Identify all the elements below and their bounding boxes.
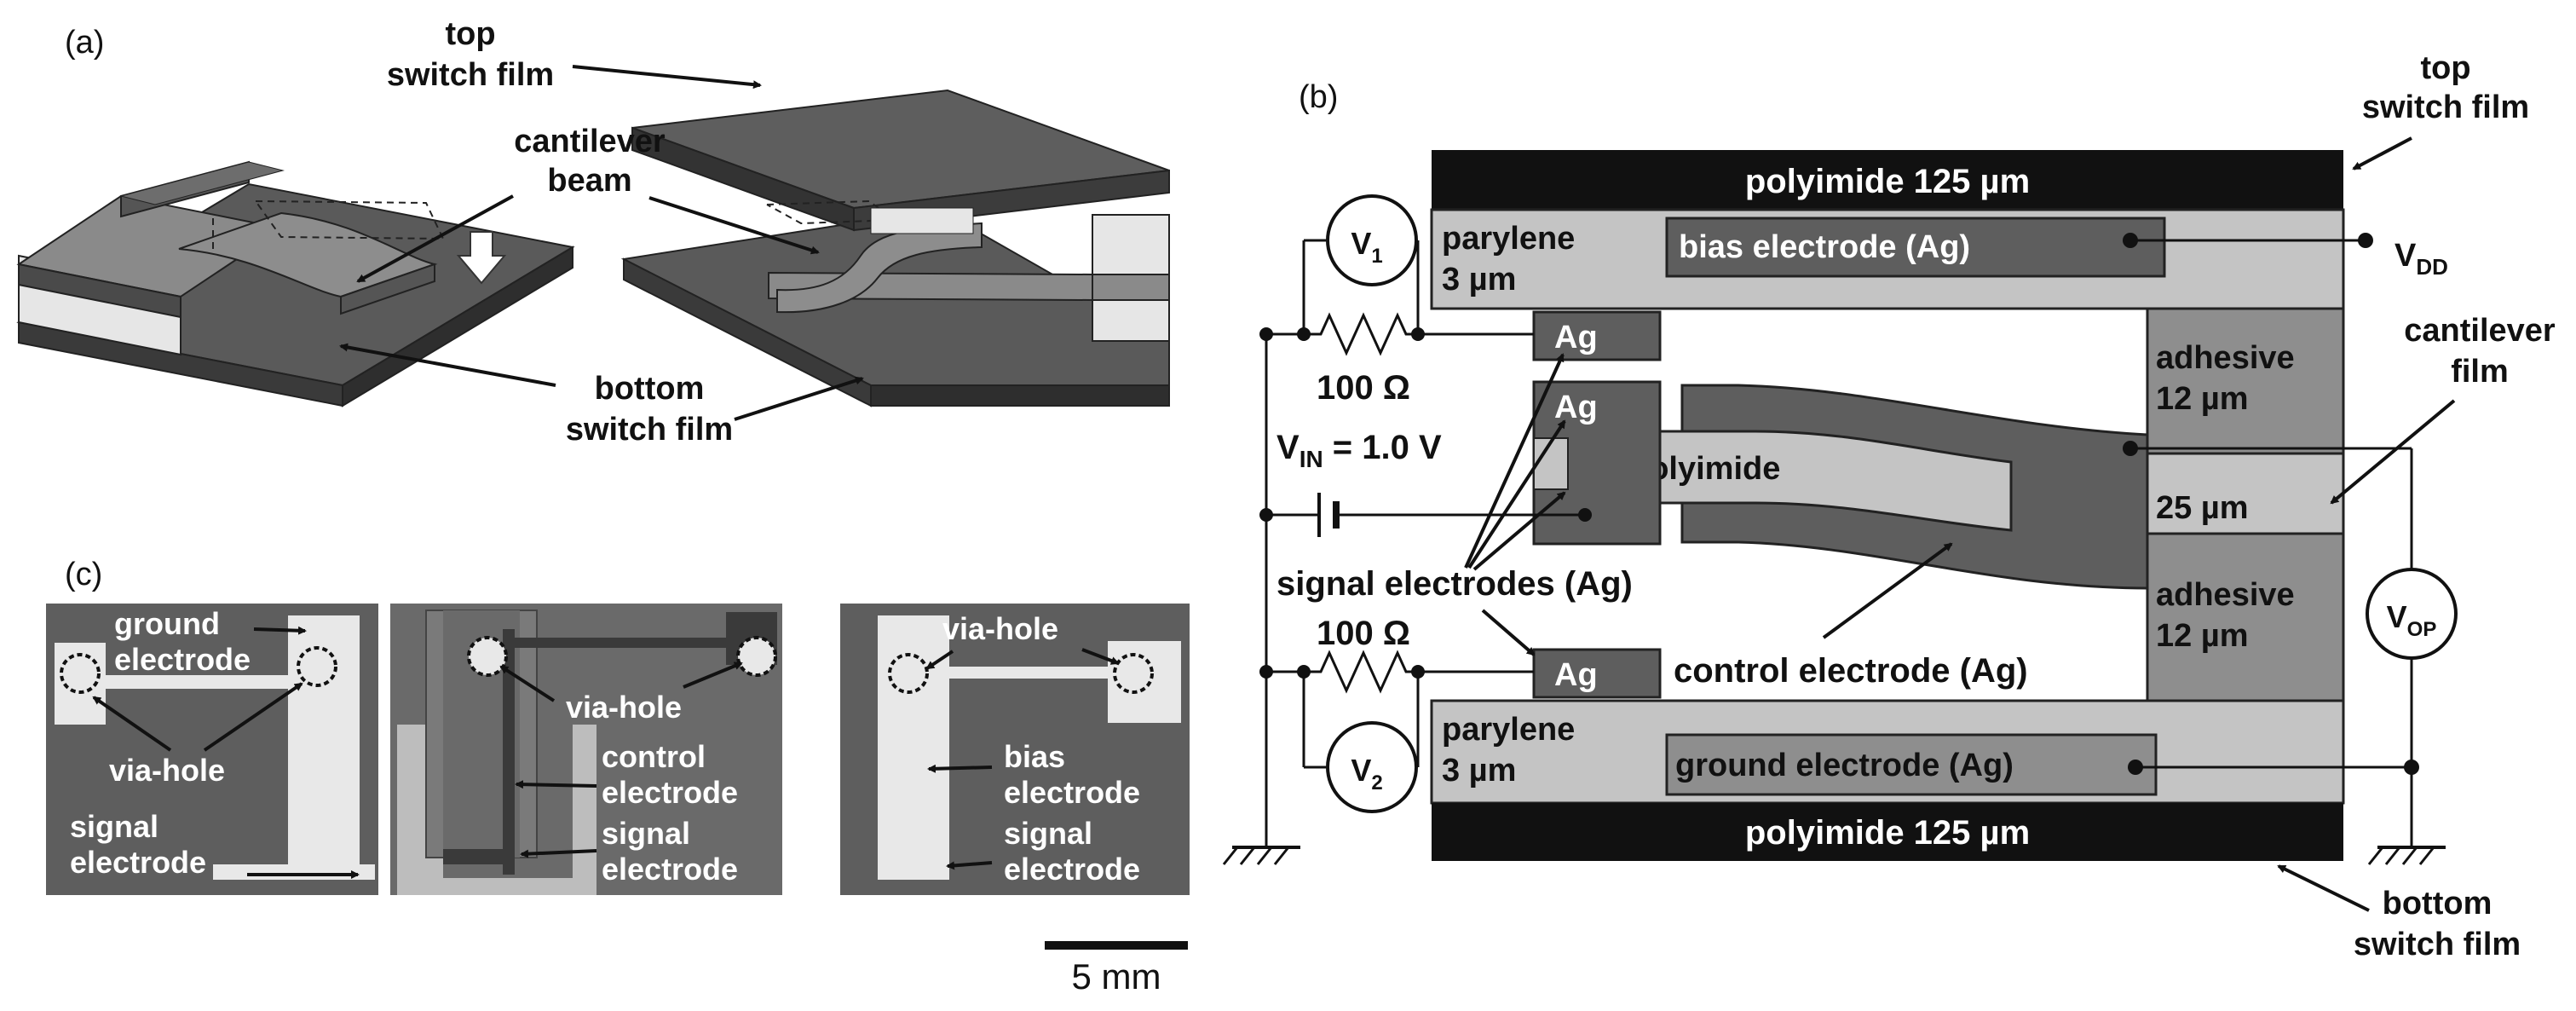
- resistor-bottom-label: 100 Ω: [1317, 615, 1410, 652]
- photo2-control-label-1: control: [602, 739, 706, 774]
- arrow-top-film-a: [572, 65, 762, 90]
- photo-3: via-hole bias electrode signal electrode: [840, 604, 1190, 895]
- polyimide-cantilever: [1614, 430, 2013, 532]
- v2-label: V2: [1351, 753, 1382, 794]
- cantilever-beam-label-a-2: beam: [547, 163, 631, 199]
- arrow-control-electrode: [1822, 542, 1953, 639]
- vop-label: VOP: [2387, 599, 2437, 641]
- v1-meter: [1326, 194, 1418, 286]
- polyimide-bottom-layer: [1432, 803, 2343, 861]
- adhesive-bottom-label-2: 12 µm: [2156, 618, 2249, 654]
- control-electrode-label: control electrode (Ag): [1674, 652, 2028, 690]
- arrow-beam-right: [648, 196, 820, 255]
- bottom-switch-film-label-a-2: switch film: [566, 412, 733, 448]
- polyimide-top-label: polyimide 125 µm: [1745, 163, 2030, 200]
- bottom-switch-film-label-b-1: bottom: [2383, 886, 2492, 921]
- photo2-signal-label-1: signal: [602, 816, 690, 851]
- photo1-via-hole-label: via-hole: [109, 753, 225, 788]
- arrow-bottom-film-b: [2277, 864, 2370, 912]
- vop-meter: [2366, 568, 2458, 660]
- panel-c-label: (c): [65, 557, 102, 592]
- photo1-ground-label-2: electrode: [114, 642, 251, 677]
- arrow-cantilever-film: [2330, 399, 2456, 505]
- resistor-top-label: 100 Ω: [1317, 369, 1410, 407]
- panel-a: (a): [16, 16, 1170, 448]
- arrow-top-film-b: [2352, 136, 2412, 170]
- top-switch-film-label-a-2: switch film: [387, 57, 554, 93]
- v1-label: V1: [1351, 226, 1382, 268]
- parylene-top-label-2: 3 µm: [1442, 262, 1516, 298]
- adhesive-top-label-1: adhesive: [2156, 340, 2295, 376]
- signal-electrodes-label: signal electrodes (Ag): [1276, 565, 1633, 603]
- adhesive-bottom-label-1: adhesive: [2156, 577, 2295, 613]
- ground-electrode: [1665, 733, 2158, 796]
- v2-meter: [1326, 721, 1418, 813]
- arrow-signal-bottom: [1481, 609, 1536, 656]
- scale-bar: [1045, 941, 1188, 950]
- cantilever-film-label-1: cantilever: [2404, 313, 2556, 349]
- bottom-switch-film-label-b-2: switch film: [2354, 927, 2521, 962]
- photo1-signal-label-1: signal: [70, 809, 158, 844]
- photo3-via-hole-label: via-hole: [942, 611, 1058, 646]
- arrow-signal-top: [1464, 353, 1565, 569]
- photo2-control-line: [504, 638, 752, 648]
- photo3-bias-label-1: bias: [1004, 739, 1065, 774]
- vdd-label: VDD: [2394, 238, 2448, 280]
- ground-symbol-left: [1222, 846, 1300, 865]
- bias-electrode-label: bias electrode (Ag): [1679, 229, 1970, 265]
- right-switch-3d: [620, 89, 1170, 407]
- arrow-beam-left: [356, 194, 514, 283]
- photo-1: ground electrode via-hole signal electro…: [46, 604, 378, 895]
- panel-b-label: (b): [1299, 79, 1338, 115]
- ag-electrode-top: [1532, 310, 1662, 361]
- ag-electrode-bottom: [1532, 648, 1662, 699]
- bottom-switch-film-label-a-1: bottom: [595, 371, 705, 407]
- adhesive-top-layer: [2146, 307, 2345, 455]
- top-switch-film-label-a-1: top: [445, 16, 495, 52]
- thickness-25-label: 25 µm: [2156, 490, 2249, 526]
- ground-electrode-label: ground electrode (Ag): [1675, 748, 2014, 783]
- cantilever-beam-label-a-1: cantilever: [514, 124, 666, 159]
- photo1-ground-label-1: ground: [114, 606, 220, 641]
- photo2-signal-label-2: electrode: [602, 852, 738, 887]
- top-switch-film-label-b-1: top: [2420, 50, 2470, 86]
- adhesive-top-label-2: 12 µm: [2156, 381, 2249, 417]
- panel-c: (c) ground electrode via-hole signal ele…: [46, 557, 1190, 997]
- top-switch-film-label-b-2: switch film: [2362, 90, 2529, 125]
- parylene-bottom-label-1: parylene: [1442, 712, 1575, 748]
- photo2-control-label-2: electrode: [602, 775, 738, 810]
- ground-electrode-strip: [288, 615, 360, 880]
- bias-electrode: [1665, 217, 2166, 278]
- polyimide-top-layer: [1432, 150, 2343, 210]
- ground-symbol-right: [2367, 846, 2446, 865]
- photo-2: via-hole control electrode signal electr…: [390, 604, 782, 895]
- panel-b: (b) top switch film polyimide 125 µm par…: [1222, 50, 2556, 962]
- arrow-bottom-film-left: [339, 343, 556, 387]
- polyimide-bottom-label: polyimide 125 µm: [1745, 814, 2030, 852]
- panel-a-label: (a): [65, 25, 104, 61]
- arrow-signal-middle-2: [1472, 491, 1566, 571]
- photo3-signal-label-2: electrode: [1004, 852, 1140, 887]
- arrow-bottom-film-right: [734, 376, 864, 421]
- arrow-signal-middle: [1467, 419, 1566, 569]
- photo1-signal-label-2: electrode: [70, 845, 206, 880]
- vin-label: VIN = 1.0 V: [1276, 429, 1442, 472]
- ag-bottom-label: Ag: [1554, 657, 1598, 693]
- photo2-via-hole-label: via-hole: [566, 690, 682, 725]
- parylene-bottom-label-2: 3 µm: [1442, 753, 1516, 789]
- left-switch-3d: [16, 160, 575, 407]
- scale-bar-label: 5 mm: [1072, 956, 1161, 997]
- ag-top-label: Ag: [1554, 320, 1598, 355]
- photo3-bias-label-2: electrode: [1004, 775, 1140, 810]
- photo3-signal-label-1: signal: [1004, 816, 1092, 851]
- ag-middle-label: Ag: [1554, 390, 1598, 425]
- parylene-top-label-1: parylene: [1442, 221, 1575, 257]
- cantilever-film-label-2: film: [2451, 354, 2509, 390]
- adhesive-bottom-layer: [2146, 532, 2345, 702]
